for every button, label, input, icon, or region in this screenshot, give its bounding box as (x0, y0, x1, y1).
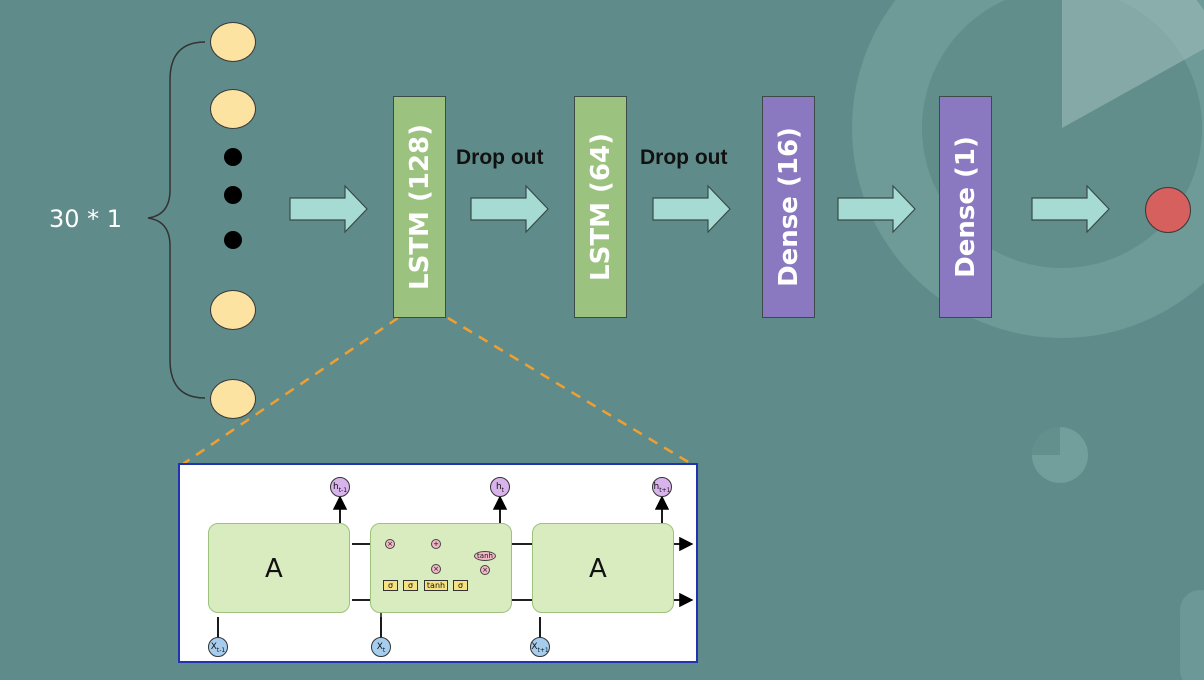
flow-arrow (289, 184, 368, 234)
input-node (210, 89, 256, 129)
node-letter: h (332, 482, 339, 492)
decor-wedge (1062, 0, 1204, 128)
hidden-output-node: ht+1 (652, 477, 672, 497)
input-x-node: Xt-1 (208, 637, 228, 657)
ellipsis-dot (224, 231, 242, 249)
layer-label: LSTM (128) (404, 124, 435, 290)
hidden-output-node: ht (490, 477, 510, 497)
decor-small-wedge (1032, 427, 1060, 455)
node-subscript: t+1 (537, 646, 549, 654)
node-letter: X (210, 642, 217, 652)
ellipsis-dot (224, 148, 242, 166)
ellipsis-dot (224, 186, 242, 204)
gate-sigma: σ (453, 580, 468, 591)
node-letter: h (653, 482, 660, 492)
node-letter: h (495, 482, 502, 492)
layer-lstm-64: LSTM (64) (574, 96, 627, 318)
lstm-cell: A (532, 523, 674, 613)
tanh-op: tanh (474, 551, 496, 561)
layer-label: LSTM (64) (585, 133, 616, 281)
multiply-op: × (431, 564, 441, 574)
node-subscript: t (382, 646, 386, 654)
decor-corner (1180, 590, 1204, 680)
node-subscript: t-1 (338, 486, 348, 494)
gate-sigma: σ (383, 580, 398, 591)
multiply-op: × (480, 565, 490, 575)
input-x-node: Xt+1 (530, 637, 550, 657)
dropout-label: Drop out (456, 146, 544, 169)
flow-arrow (470, 184, 549, 234)
add-op: + (431, 539, 441, 549)
input-node (210, 290, 256, 330)
layer-dense-16: Dense (16) (762, 96, 815, 318)
layer-dense-1: Dense (1) (939, 96, 992, 318)
lstm-cell-expanded (370, 523, 512, 613)
gate-sigma: σ (403, 580, 418, 591)
output-node (1145, 187, 1191, 233)
input-x-node: Xt (371, 637, 391, 657)
node-letter: X (531, 642, 538, 652)
layer-label: Dense (16) (773, 127, 804, 287)
flow-arrow (652, 184, 731, 234)
layer-label: Dense (1) (950, 136, 981, 278)
input-shape-label: 30 * 1 (49, 205, 123, 233)
cell-label: A (265, 554, 283, 584)
gate-tanh: tanh (424, 580, 448, 591)
lstm-unrolled-detail: A A σ σ tanh σ × + × × tanh ht-1 ht ht+1… (178, 463, 698, 663)
zoom-line-left (179, 316, 399, 468)
layer-lstm-128: LSTM (128) (393, 96, 446, 318)
input-brace (147, 41, 206, 399)
flow-arrow (837, 184, 916, 234)
multiply-op: × (385, 539, 395, 549)
flow-arrow (1031, 184, 1110, 234)
lstm-cell: A (208, 523, 350, 613)
hidden-output-node: ht-1 (330, 477, 350, 497)
input-node (210, 379, 256, 419)
node-subscript: t (501, 486, 505, 494)
node-letter: X (376, 642, 383, 652)
dropout-label: Drop out (640, 146, 728, 169)
node-subscript: t-1 (216, 646, 226, 654)
flow-arrows (289, 184, 1110, 234)
zoom-line-right (447, 316, 696, 468)
input-node (210, 22, 256, 62)
node-subscript: t+1 (659, 486, 671, 494)
cell-label: A (589, 554, 607, 584)
